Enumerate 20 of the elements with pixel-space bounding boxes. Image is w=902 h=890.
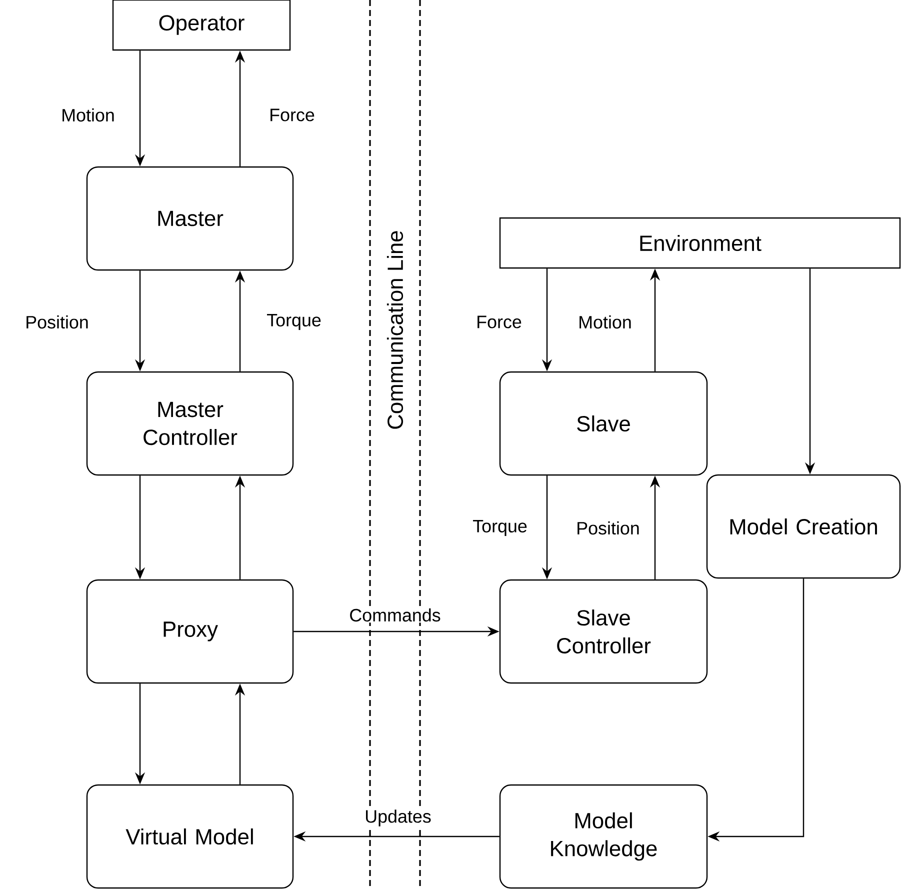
edge-label: Updates xyxy=(364,808,432,828)
edge-label: Force xyxy=(268,108,316,122)
edge-label: Torque xyxy=(472,518,528,538)
edge-label: Position xyxy=(24,314,90,330)
rounded-box: Master Controller xyxy=(86,371,294,476)
rectangle-box: Environment xyxy=(499,217,901,269)
rounded-box: Virtual Model xyxy=(86,784,294,889)
edge-label: Torque xyxy=(266,312,322,332)
rounded-box: Proxy xyxy=(86,579,294,684)
rounded-box: Slave xyxy=(499,371,708,476)
edge-label: Force xyxy=(475,314,523,330)
edge-label: Position xyxy=(575,520,641,536)
rounded-box: Master xyxy=(86,166,294,271)
edge-label: Motion xyxy=(60,107,116,123)
rounded-box: Model Knowledge xyxy=(499,784,708,889)
vertical-label: Communication Line xyxy=(386,231,404,429)
rounded-box: Slave Controller xyxy=(499,579,708,684)
edge-label: Motion xyxy=(577,314,633,330)
edge-label: Commands xyxy=(348,607,442,623)
rounded-box: Model Creation xyxy=(706,474,901,579)
